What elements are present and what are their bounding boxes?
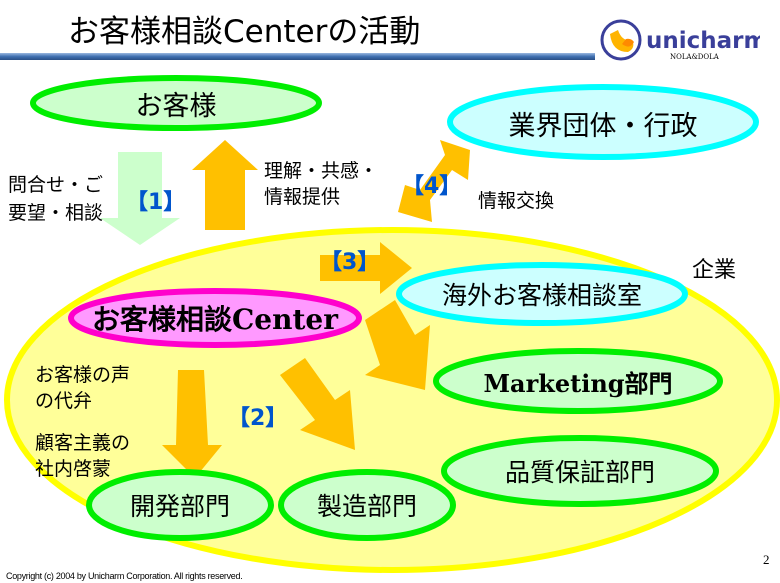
customer-first-label-2: 社内啓蒙 xyxy=(35,458,112,480)
step-3-label: 【3】 xyxy=(320,250,380,275)
understand-label-2: 情報提供 xyxy=(264,186,341,208)
marketing-ellipse xyxy=(433,348,723,414)
page-number: 2 xyxy=(763,552,770,567)
title-divider xyxy=(0,53,595,60)
unicharm-logo: unicharm NOLA&DOLA xyxy=(598,14,767,64)
page-title: お客様相談Centerの活動 xyxy=(68,14,421,50)
exchange-label: 情報交換 xyxy=(478,190,555,212)
inquiry-label-1: 問合せ・ご xyxy=(8,174,104,196)
customer-first-label-1: 顧客主義の xyxy=(35,432,131,454)
development-arrow xyxy=(162,370,222,478)
customer-ellipse xyxy=(30,75,322,131)
marketing-arrow xyxy=(365,300,430,390)
understand-label-1: 理解・共感・ xyxy=(264,160,379,182)
response-arrow xyxy=(192,140,258,230)
voice-label-1: お客様の声 xyxy=(35,364,131,386)
svg-text:NOLA&DOLA: NOLA&DOLA xyxy=(670,53,720,61)
inquiry-label-2: 要望・相談 xyxy=(8,202,104,224)
step-2-label: 【2】 xyxy=(228,406,288,431)
company-label: 企業 xyxy=(692,258,737,283)
node-customer: お客様 xyxy=(135,90,217,122)
manufacturing-ellipse xyxy=(278,469,456,541)
industry-ellipse xyxy=(447,84,759,160)
node-manufacturing: 製造部門 xyxy=(316,492,417,521)
development-ellipse xyxy=(86,469,274,541)
svg-text:unicharm: unicharm xyxy=(646,28,760,54)
node-development: 開発部門 xyxy=(129,492,230,521)
node-quality: 品質保証部門 xyxy=(504,458,655,487)
node-industry: 業界団体・行政 xyxy=(508,110,698,142)
node-overseas: 海外お客様相談室 xyxy=(441,281,642,310)
voice-label-2: の代弁 xyxy=(35,390,93,412)
manufacturing-arrow xyxy=(280,358,355,450)
overseas-arrow xyxy=(320,242,412,294)
quality-ellipse xyxy=(441,435,719,507)
step-4-label: 【4】 xyxy=(402,174,462,199)
node-marketing: Marketing部門 xyxy=(483,368,673,398)
copyright: Copyright (c) 2004 by Unicharm Corporati… xyxy=(6,571,243,581)
node-center: お客様相談Center xyxy=(92,303,338,336)
overseas-ellipse xyxy=(396,262,688,326)
center-ellipse xyxy=(68,288,362,348)
exchange-arrow xyxy=(398,140,470,222)
step-1-label: 【1】 xyxy=(126,190,186,215)
inquiry-arrow xyxy=(100,152,180,245)
